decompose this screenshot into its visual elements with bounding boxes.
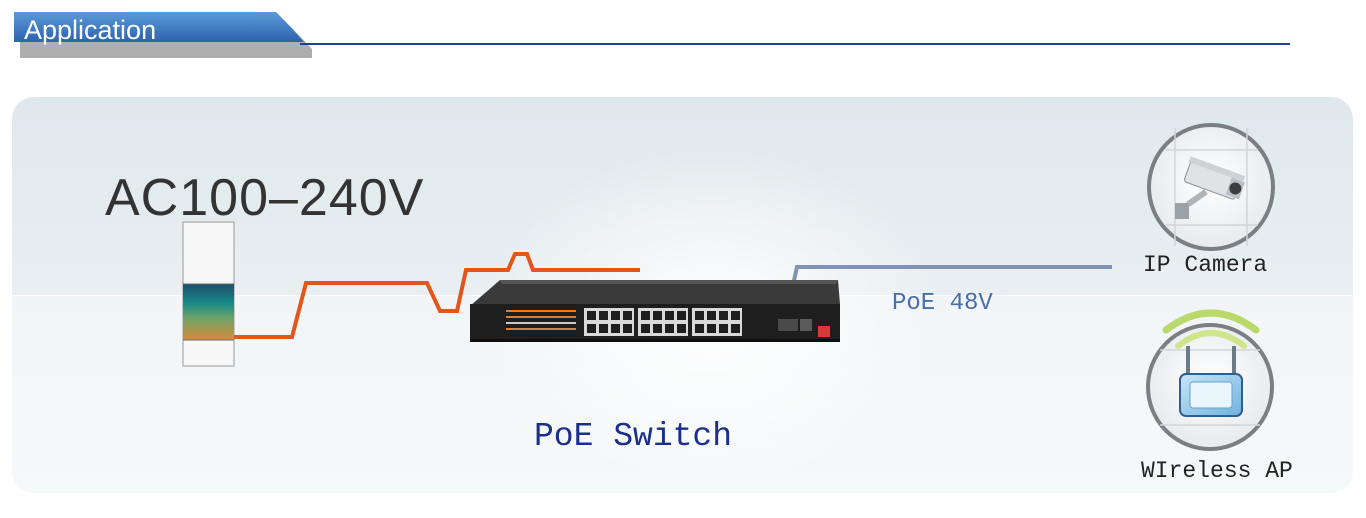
header-title: Application [24,15,157,45]
wireless-ap-label: WIreless AP [1141,458,1293,484]
header-tab [14,12,312,58]
switch-leds [506,310,576,330]
ip-camera-icon [1147,123,1275,251]
header-rule [300,43,1290,45]
poe-cable [791,265,1112,286]
power-outlet-icon [182,221,235,367]
poe-voltage-label: PoE 48V [892,290,993,317]
poe-switch-label: PoE Switch [534,418,733,455]
power-cable [234,252,640,339]
wireless-ap-icon [1146,309,1274,451]
poe-switch-icon [470,280,840,342]
power-voltage-label: AC100–240V [105,169,425,227]
ip-camera-label: IP Camera [1143,252,1268,278]
